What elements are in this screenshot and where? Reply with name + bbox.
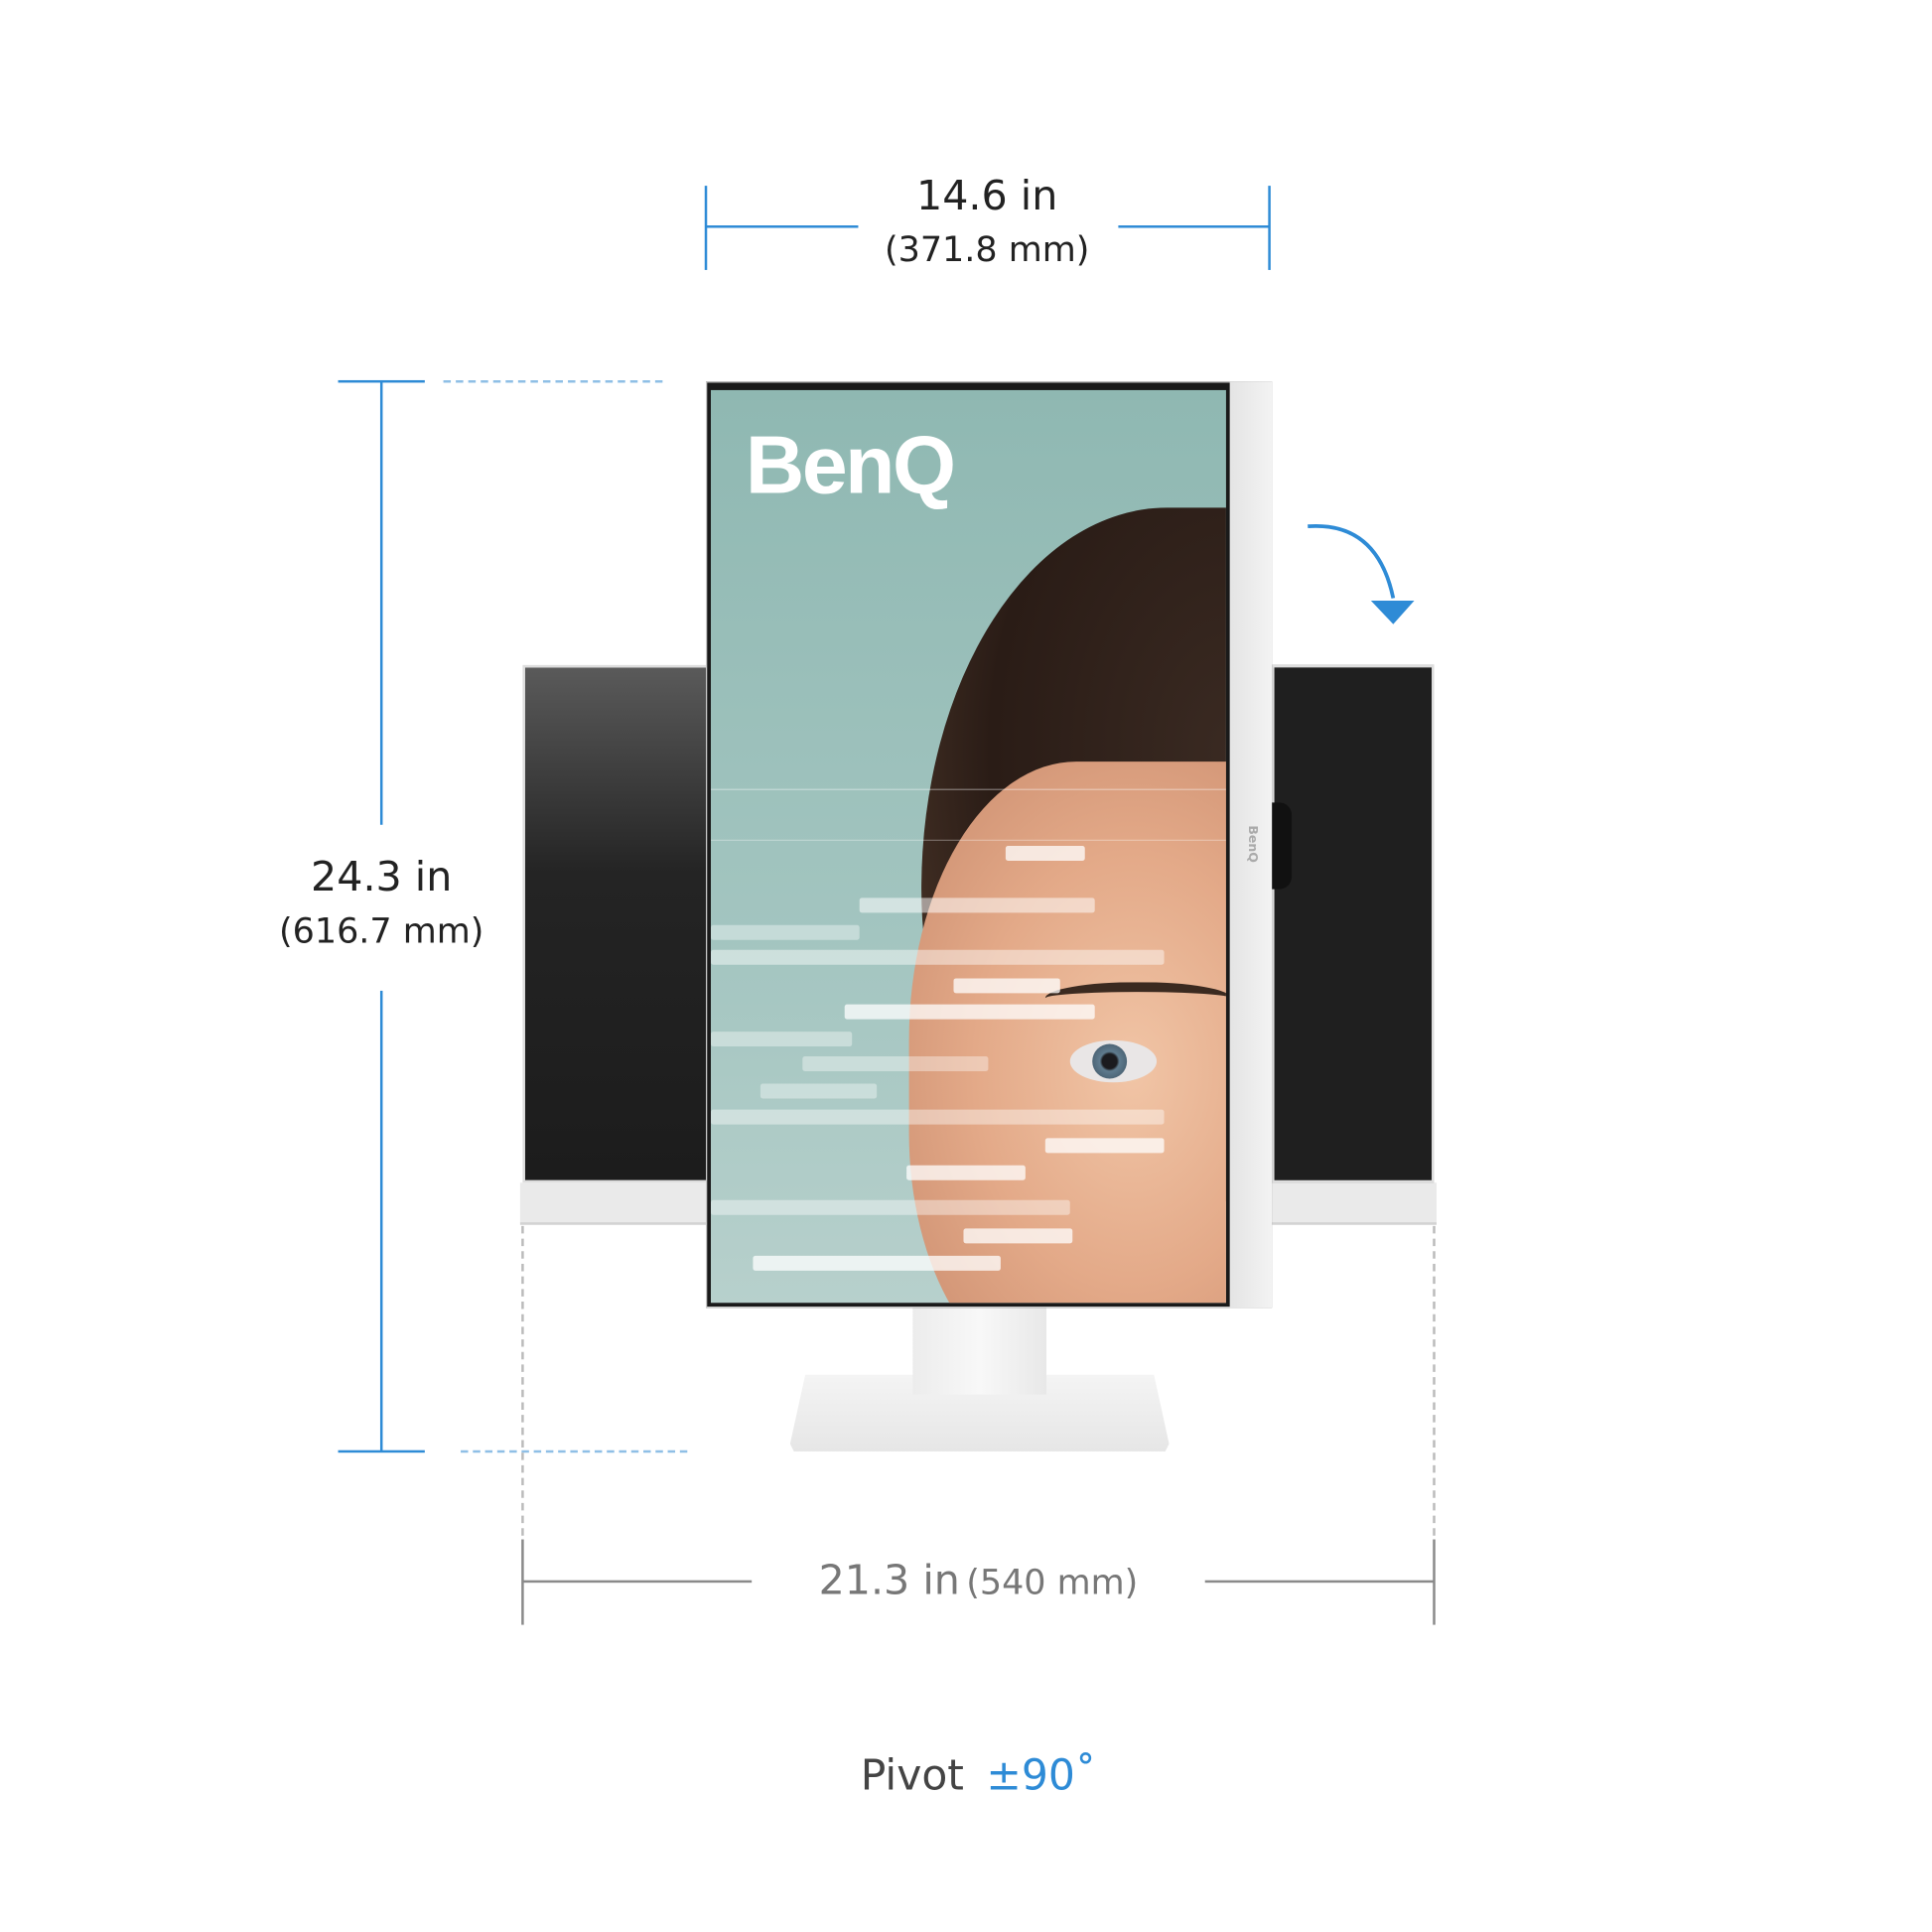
gantt-bar bbox=[711, 1199, 1070, 1215]
landscape-monitor-right-bezel bbox=[1272, 1182, 1437, 1225]
landscape-width-label: 21.3 in (540 mm) bbox=[767, 1556, 1188, 1604]
height-guide-bottom bbox=[461, 1449, 688, 1453]
gantt-bar bbox=[906, 1165, 1026, 1180]
wallpaper-eye bbox=[1069, 1039, 1158, 1083]
landscape-tick-right bbox=[1433, 1539, 1436, 1625]
landscape-line-left bbox=[522, 1580, 753, 1584]
width-line-right bbox=[1118, 225, 1270, 228]
brand-logo: BenQ bbox=[745, 418, 956, 510]
stand-neck bbox=[912, 1308, 1047, 1395]
gantt-bar bbox=[802, 1056, 989, 1072]
stand-hinge bbox=[1272, 802, 1293, 890]
gantt-bar bbox=[1044, 1138, 1165, 1154]
height-inches-label: 24.3 in bbox=[311, 852, 453, 900]
width-inches-label: 14.6 in bbox=[916, 171, 1058, 219]
landscape-monitor-right-screen bbox=[1272, 664, 1435, 1183]
landscape-monitor-left-bezel bbox=[519, 1182, 709, 1225]
height-line-lower bbox=[379, 990, 383, 1451]
gantt-bar bbox=[759, 1083, 878, 1099]
width-mm-label: (371.8 mm) bbox=[884, 228, 1090, 270]
landscape-line-right bbox=[1204, 1580, 1435, 1584]
gantt-bar bbox=[711, 1109, 1165, 1125]
pivot-label: Pivot bbox=[860, 1750, 964, 1801]
landscape-guide-right bbox=[1433, 1225, 1436, 1536]
height-line-upper bbox=[379, 381, 383, 825]
gantt-bar bbox=[859, 897, 1095, 913]
gantt-bar bbox=[753, 1255, 1001, 1271]
pivot-caption: Pivot ±90˚ bbox=[792, 1751, 1164, 1801]
landscape-monitor-left-screen bbox=[522, 664, 709, 1183]
height-guide-top bbox=[443, 379, 663, 383]
bezel-logo: BenQ bbox=[1245, 825, 1260, 863]
landscape-tick-left bbox=[521, 1539, 524, 1625]
gantt-bar bbox=[1005, 845, 1085, 861]
wallpaper-eyebrow bbox=[1044, 982, 1226, 1014]
pivot-value: ±90˚ bbox=[986, 1750, 1097, 1801]
pivot-arrow-icon bbox=[1308, 524, 1415, 624]
landscape-mm-label: (540 mm) bbox=[966, 1561, 1139, 1603]
width-line-left bbox=[706, 225, 859, 228]
gantt-bar bbox=[963, 1228, 1073, 1244]
portrait-screen: BenQ bbox=[711, 389, 1226, 1304]
gantt-header bbox=[711, 788, 1226, 841]
landscape-inches-label: 21.3 in bbox=[818, 1555, 960, 1604]
portrait-monitor-bezel bbox=[1229, 381, 1273, 1309]
height-mm-label: (616.7 mm) bbox=[278, 909, 484, 952]
wallpaper-iris bbox=[1092, 1043, 1128, 1079]
gantt-bar bbox=[711, 1032, 853, 1047]
gantt-bar bbox=[953, 978, 1060, 994]
gantt-bar bbox=[711, 924, 860, 940]
gantt-bar bbox=[844, 1004, 1095, 1020]
landscape-guide-left bbox=[521, 1225, 524, 1536]
gantt-bar bbox=[711, 949, 1165, 965]
